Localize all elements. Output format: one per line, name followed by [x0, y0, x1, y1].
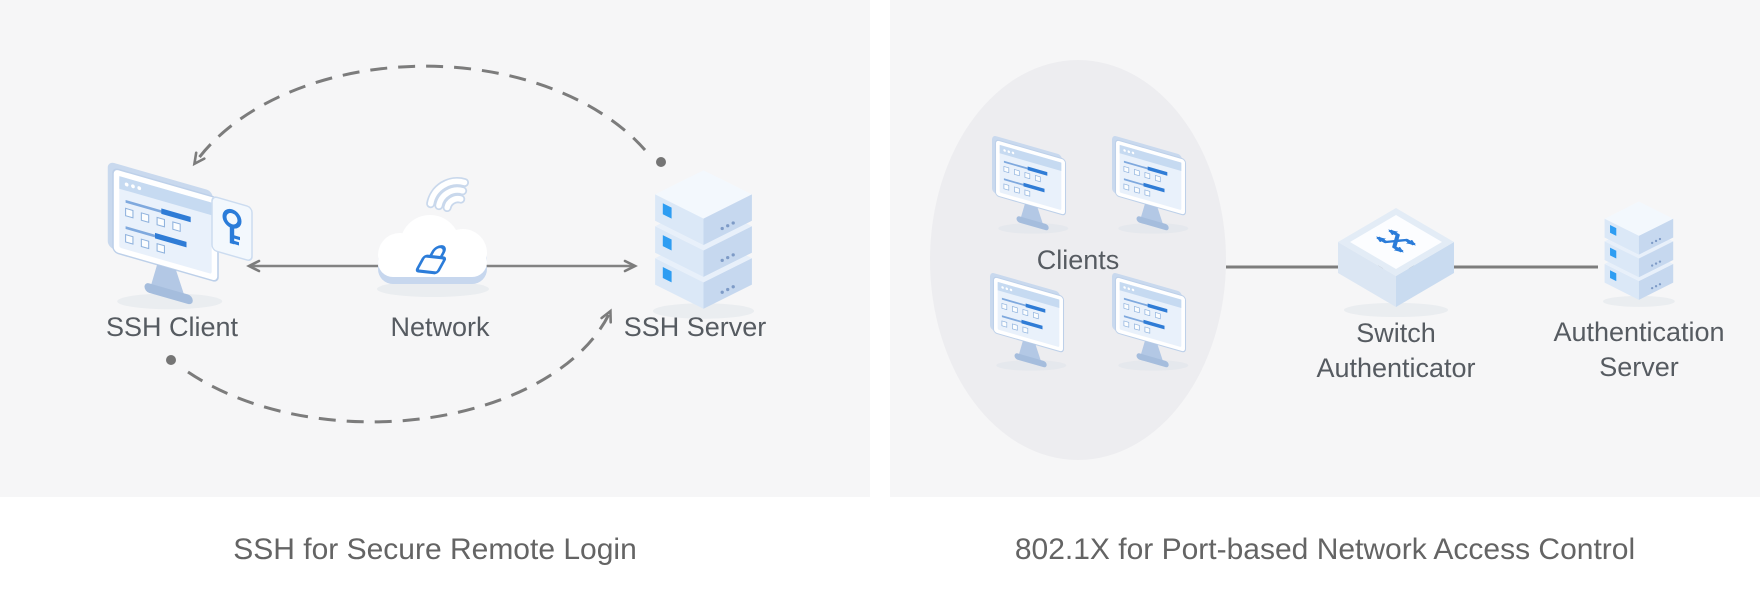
- auth-server-label-line1: Authentication: [1553, 317, 1725, 347]
- switch-label-line2: Authenticator: [1316, 353, 1476, 383]
- arc-start-dot-bottom: [166, 355, 176, 365]
- dot1x-caption: 802.1X for Port-based Network Access Con…: [1014, 533, 1636, 566]
- ssh-server-label: SSH Server: [623, 312, 767, 342]
- clients-label: Clients: [1036, 245, 1120, 275]
- ssh-diagram-panel: SSH Client Network SSH Server: [0, 0, 870, 497]
- dashed-arc-top: [192, 64, 647, 167]
- dot1x-diagram-panel: Clients Switch Authenticator Authenticat…: [890, 0, 1760, 497]
- arc-start-dot-top: [656, 157, 666, 167]
- network-cloud-icon: [377, 175, 489, 297]
- dot1x-diagram-canvas: [930, 60, 1675, 460]
- auth-server-icon: [1603, 201, 1675, 307]
- key-icon: [211, 196, 253, 262]
- dashed-arc-bottom: [187, 308, 612, 424]
- switch-label-line1: Switch: [1356, 318, 1436, 348]
- auth-server-label-line2: Server: [1599, 352, 1679, 382]
- ssh-server-icon: [652, 170, 755, 319]
- ssh-client-label: SSH Client: [105, 312, 239, 342]
- network-label: Network: [390, 312, 490, 342]
- ssh-caption: SSH for Secure Remote Login: [233, 533, 637, 566]
- ssh-diagram-canvas: [106, 64, 755, 424]
- switch-icon: [1338, 208, 1454, 317]
- ssh-client-monitor-icon: [106, 160, 223, 314]
